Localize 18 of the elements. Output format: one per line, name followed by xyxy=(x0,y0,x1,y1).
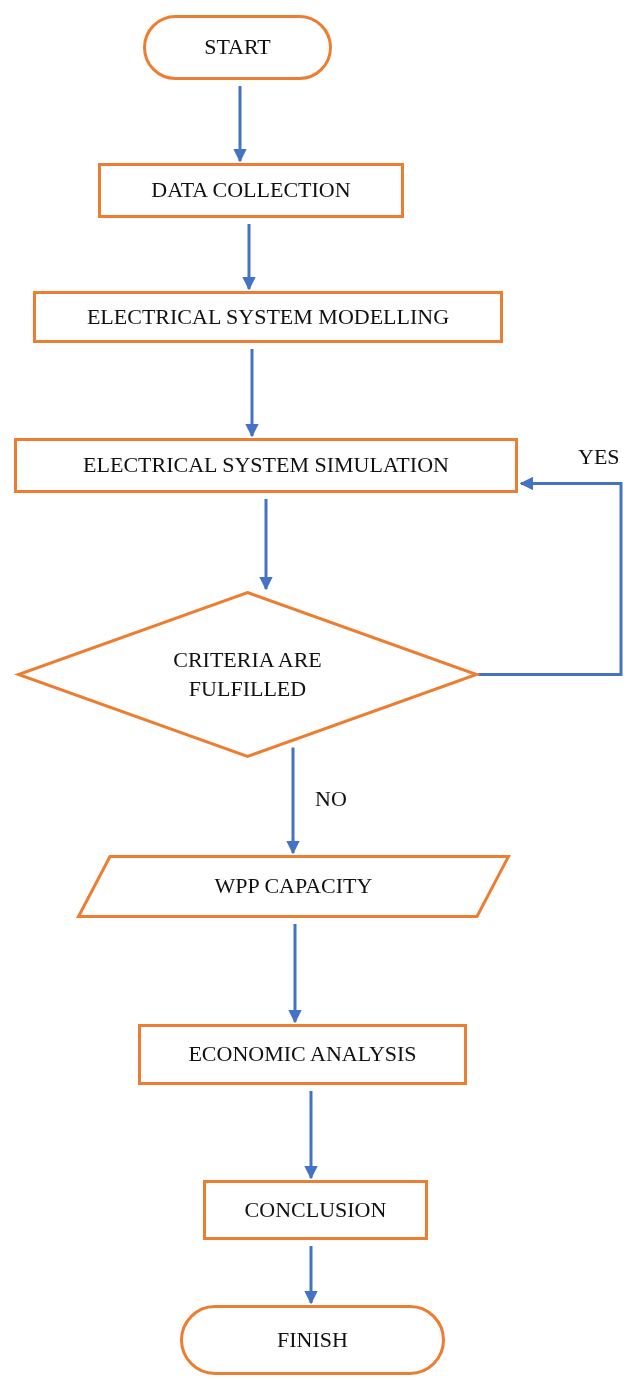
arrow xyxy=(242,224,256,291)
arrow xyxy=(478,476,623,676)
data-parallelogram: WPP CAPACITY xyxy=(77,855,510,918)
arrow xyxy=(304,1091,318,1180)
process-box: ECONOMIC ANALYSIS xyxy=(138,1024,467,1085)
process-box: ELECTRICAL SYSTEM MODELLING xyxy=(33,291,503,343)
process-box: DATA COLLECTION xyxy=(98,163,404,218)
process-box: ELECTRICAL SYSTEM SIMULATION xyxy=(14,438,518,493)
arrow xyxy=(288,924,302,1024)
decision-diamond: CRITERIA ARE FULFILLED xyxy=(17,591,478,758)
process-box: CONCLUSION xyxy=(203,1180,428,1240)
end-terminal: FINISH xyxy=(180,1305,445,1375)
arrow xyxy=(245,349,259,438)
start-terminal: START xyxy=(143,15,332,80)
arrow xyxy=(304,1246,318,1305)
arrow xyxy=(286,747,300,855)
arrow xyxy=(259,499,273,591)
arrow xyxy=(233,86,247,163)
